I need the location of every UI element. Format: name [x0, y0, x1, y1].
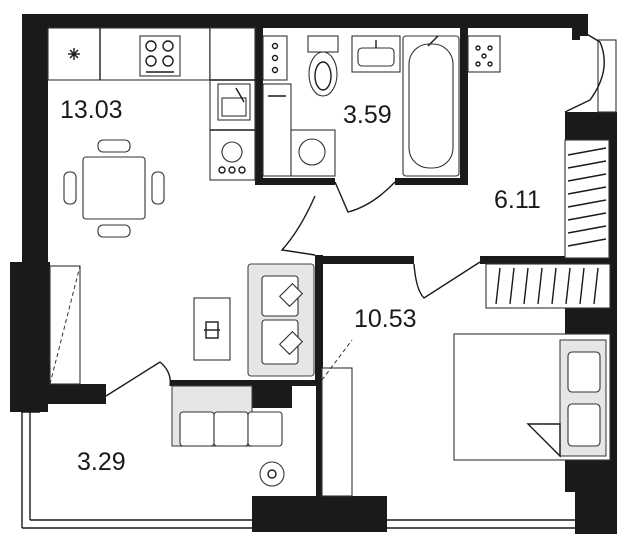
- sofa: [247, 263, 315, 377]
- bathtub-icon: [402, 35, 460, 177]
- kitchen-balcony-door: [105, 361, 171, 397]
- bathroom-door: [334, 181, 396, 213]
- snowflake-icon: [68, 48, 80, 60]
- bedroom-area-label: 10.53: [354, 305, 417, 333]
- bathroom-area-label: 3.59: [343, 101, 392, 129]
- stove-icon: [139, 35, 181, 77]
- bedroom-door: [413, 261, 481, 299]
- bathroom-fixtures: [262, 35, 288, 81]
- kitchen-living-area-label: 13.03: [60, 96, 123, 124]
- coffee-table: [193, 297, 231, 361]
- bed: [453, 333, 611, 461]
- sink-icon: [217, 83, 251, 121]
- kitchen-door: [280, 195, 316, 256]
- hallway-area-label: 6.11: [494, 186, 541, 214]
- dining-table: [63, 139, 165, 238]
- windows: [49, 39, 617, 497]
- washbasin-icon: [351, 35, 401, 73]
- balcony-sofa: [171, 385, 283, 447]
- laptop-icon: [204, 321, 220, 339]
- oven-icon: [218, 141, 246, 174]
- entrance-door: [564, 29, 605, 113]
- balcony-outline: [21, 404, 575, 529]
- toilet-icon: [307, 35, 339, 97]
- washing-machine-icon: [262, 83, 336, 177]
- round-table: [259, 461, 285, 487]
- shower-icon: [467, 35, 501, 73]
- balcony-area-label: 3.29: [77, 448, 126, 476]
- bedroom-wardrobe: [485, 263, 611, 309]
- hallway-wardrobe: [564, 139, 610, 259]
